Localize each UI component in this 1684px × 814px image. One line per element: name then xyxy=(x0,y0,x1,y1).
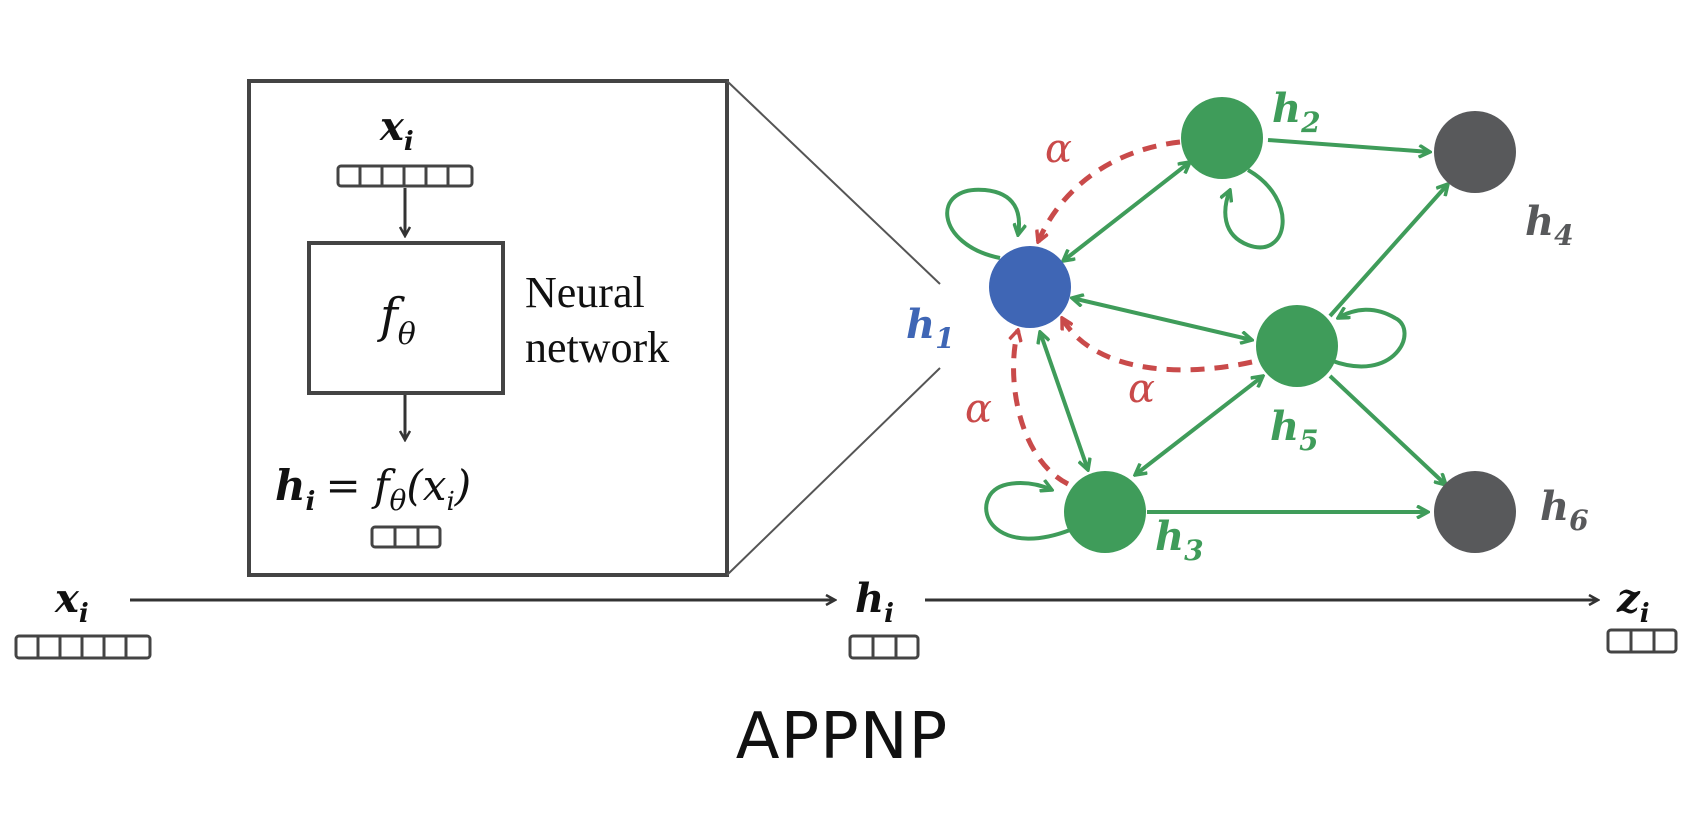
self-loop-h5 xyxy=(1329,310,1407,369)
edge-h5-h4 xyxy=(1328,184,1448,318)
teleport-edge-h2 xyxy=(1038,139,1181,242)
edge-h1-h2 xyxy=(1063,162,1190,261)
node-label-h3: h3 xyxy=(1155,513,1204,567)
inset-equation: hi= fθ(xi) xyxy=(275,461,471,517)
inset-input-label: xi xyxy=(379,103,414,157)
inset-input-vector xyxy=(336,164,474,188)
node-label-h4: h4 xyxy=(1525,198,1574,252)
zoom-line-bottom xyxy=(726,367,941,576)
edge-h5-h6 xyxy=(1328,374,1446,485)
node-h5 xyxy=(1256,305,1338,387)
self-loop-h2 xyxy=(1225,168,1285,250)
edge-h1-h5 xyxy=(1072,298,1252,340)
teleport-label-mid: α xyxy=(1128,366,1155,412)
node-label-h2: h2 xyxy=(1272,85,1321,139)
graph: α α α h1 h2 h4 h5 h3 h6 xyxy=(906,85,1589,567)
self-loop-h3 xyxy=(984,483,1071,541)
pipeline-h-vector xyxy=(848,634,920,660)
node-label-h1: h1 xyxy=(906,301,955,355)
inset-frame xyxy=(247,79,729,577)
node-label-h5: h5 xyxy=(1270,403,1319,457)
edge-h5-h3 xyxy=(1135,376,1263,475)
node-label-h6: h6 xyxy=(1540,483,1589,537)
edge-h1-h3 xyxy=(1040,332,1088,470)
diagram-title: APPNP xyxy=(735,700,949,774)
pipeline-h-label: hi xyxy=(855,575,894,629)
nn-label-line1: Neural xyxy=(525,268,645,317)
zoom-line-top xyxy=(726,80,941,285)
node-h4 xyxy=(1434,111,1516,193)
node-h1 xyxy=(989,246,1071,328)
node-h2 xyxy=(1181,97,1263,179)
pipeline: xi hi zi xyxy=(14,575,1678,660)
node-h3 xyxy=(1064,471,1146,553)
inset-panel: xi fθ Neural network hi= fθ(xi) xyxy=(247,79,941,577)
neural-network-box xyxy=(307,241,505,395)
teleport-label-left: α xyxy=(965,386,992,432)
teleport-edge-h5 xyxy=(1059,318,1253,373)
teleport-label-top: α xyxy=(1045,126,1072,172)
edge-h2-h4 xyxy=(1267,138,1430,152)
nn-label-line2: network xyxy=(525,323,669,372)
pipeline-x-label: xi xyxy=(54,575,89,629)
pipeline-z-vector xyxy=(1606,628,1678,654)
pipeline-x-vector xyxy=(14,634,152,660)
self-loop-h1 xyxy=(945,187,1019,260)
teleport-edge-h3 xyxy=(1014,330,1070,487)
pipeline-z-label: zi xyxy=(1616,575,1650,629)
function-label: fθ xyxy=(377,288,416,352)
inset-output-vector xyxy=(370,525,442,549)
node-h6 xyxy=(1434,471,1516,553)
